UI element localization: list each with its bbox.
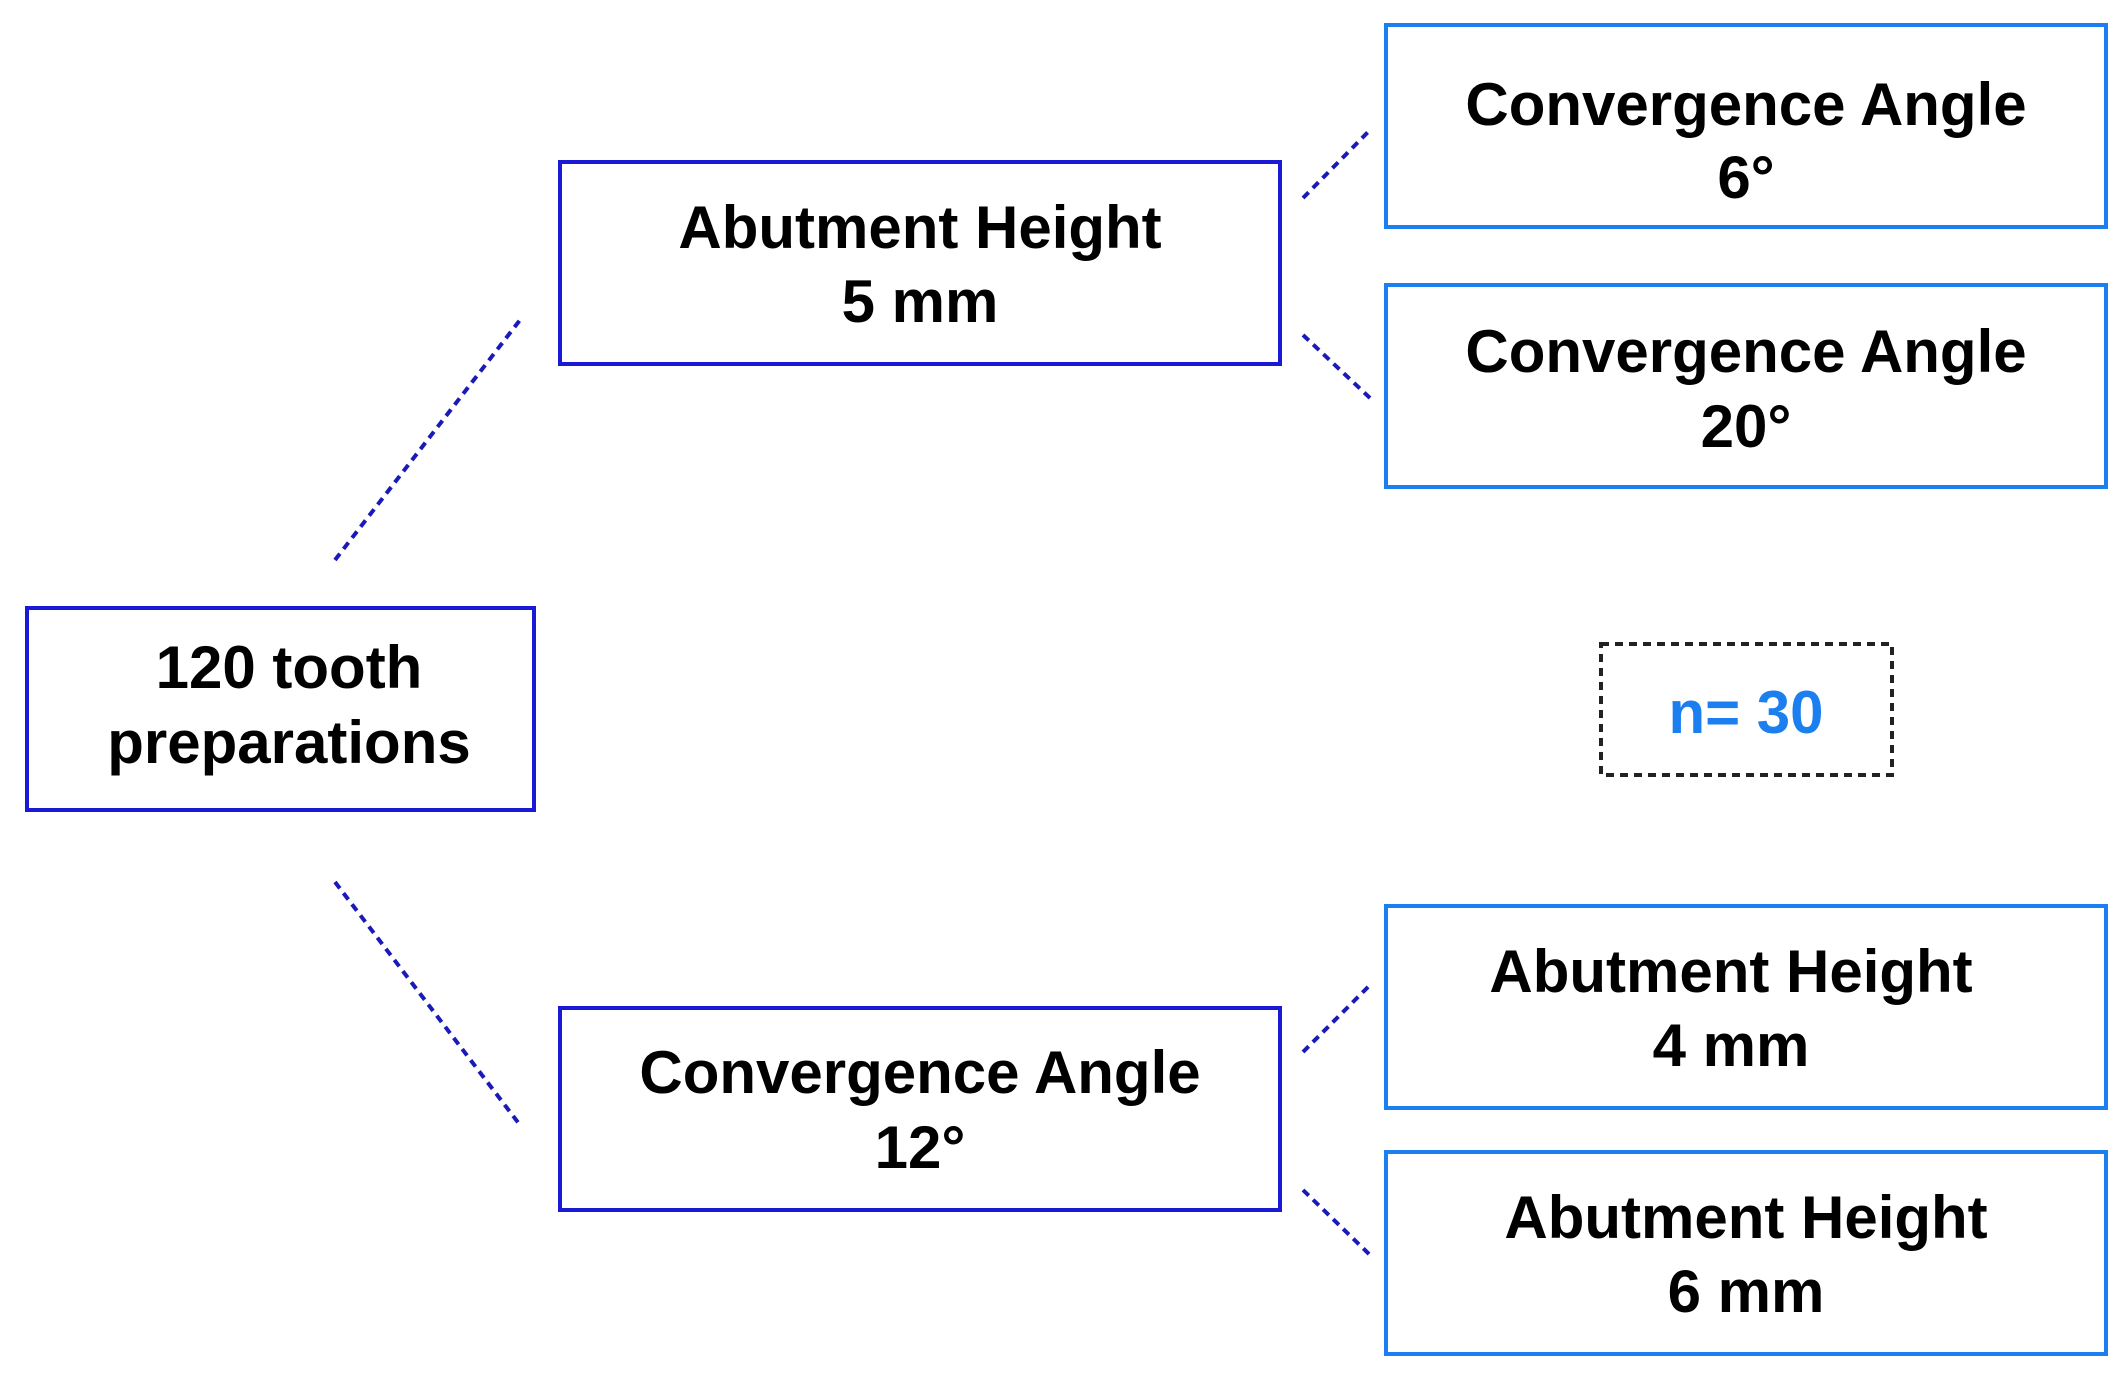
connector-top-to-angle-20 [1301, 333, 1372, 400]
root-box-line2: preparations [107, 709, 470, 776]
angle-20-line2: 20° [1701, 393, 1792, 460]
bottom-branch-box: Convergence Angle 12° [558, 1006, 1282, 1212]
height-4-box: Abutment Height 4 mm [1384, 904, 2108, 1110]
height-6-box: Abutment Height 6 mm [1384, 1150, 2108, 1356]
angle-6-line1: Convergence Angle [1465, 71, 2026, 138]
connector-top-to-angle-6 [1301, 128, 1372, 200]
height-6-line1: Abutment Height [1504, 1184, 1987, 1251]
angle-20-line1: Convergence Angle [1465, 318, 2026, 385]
group-size-label: n= 30 [1668, 679, 1823, 746]
bottom-branch-line2: 12° [875, 1114, 966, 1181]
height-4-line1: Abutment Height [1489, 938, 1972, 1005]
height-6-line2: 6 mm [1668, 1258, 1825, 1325]
connector-root-to-top-branch [333, 318, 522, 562]
root-box-line1: 120 tooth [156, 634, 423, 701]
top-branch-line1: Abutment Height [678, 194, 1161, 261]
group-size-box: n= 30 [1599, 642, 1894, 777]
angle-20-box: Convergence Angle 20° [1384, 283, 2108, 489]
connector-root-to-bottom-branch [333, 880, 522, 1127]
root-box: 120 tooth preparations [25, 606, 536, 812]
angle-6-box: Convergence Angle 6° [1384, 23, 2108, 229]
angle-6-line2: 6° [1717, 144, 1774, 211]
top-branch-box: Abutment Height 5 mm [558, 160, 1282, 366]
bottom-branch-line1: Convergence Angle [639, 1039, 1200, 1106]
connector-bottom-to-height-6 [1301, 1188, 1372, 1257]
connector-bottom-to-height-4 [1301, 983, 1372, 1054]
height-4-line2: 4 mm [1653, 1012, 1810, 1079]
top-branch-line2: 5 mm [842, 268, 999, 335]
